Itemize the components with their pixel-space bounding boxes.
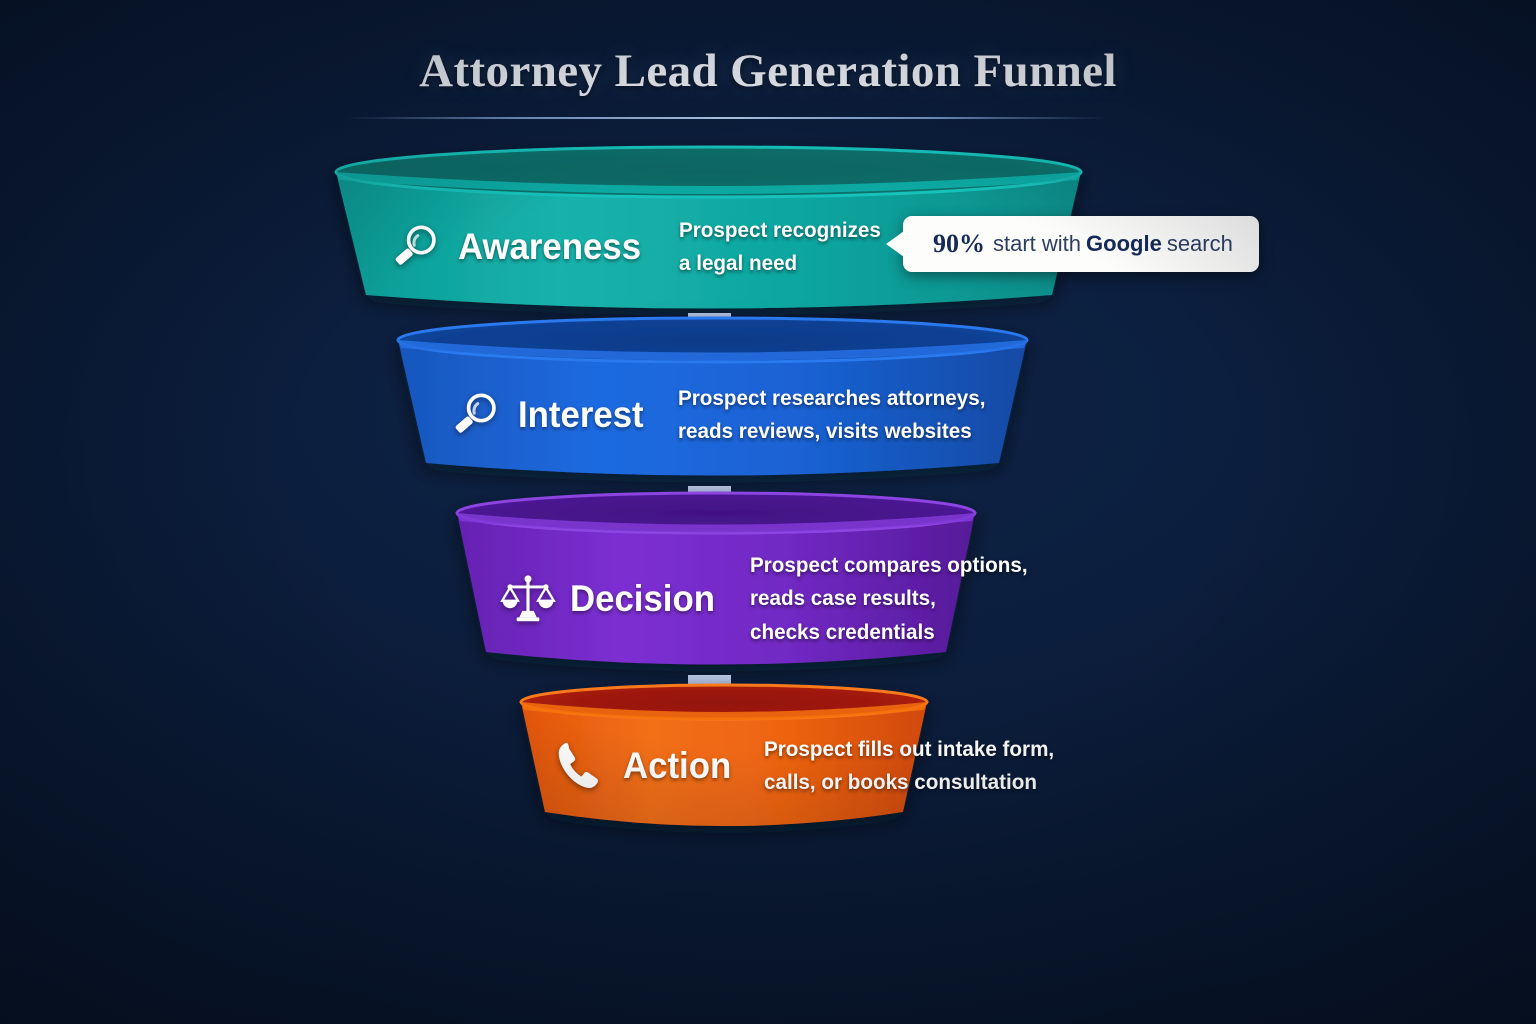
callout-bubble[interactable]: 90% start with Google search xyxy=(886,216,1259,272)
callout-text-after: search xyxy=(1166,231,1233,256)
funnel-stage-interest[interactable] xyxy=(396,316,1029,476)
callout-tail xyxy=(886,231,904,257)
callout-statistic: 90% xyxy=(933,229,985,258)
funnel-stage-action[interactable] xyxy=(519,683,929,826)
funnel-stage-decision[interactable] xyxy=(455,491,977,665)
callout-text-before: start with xyxy=(993,231,1082,256)
callout-brand-name: Google xyxy=(1086,231,1162,256)
